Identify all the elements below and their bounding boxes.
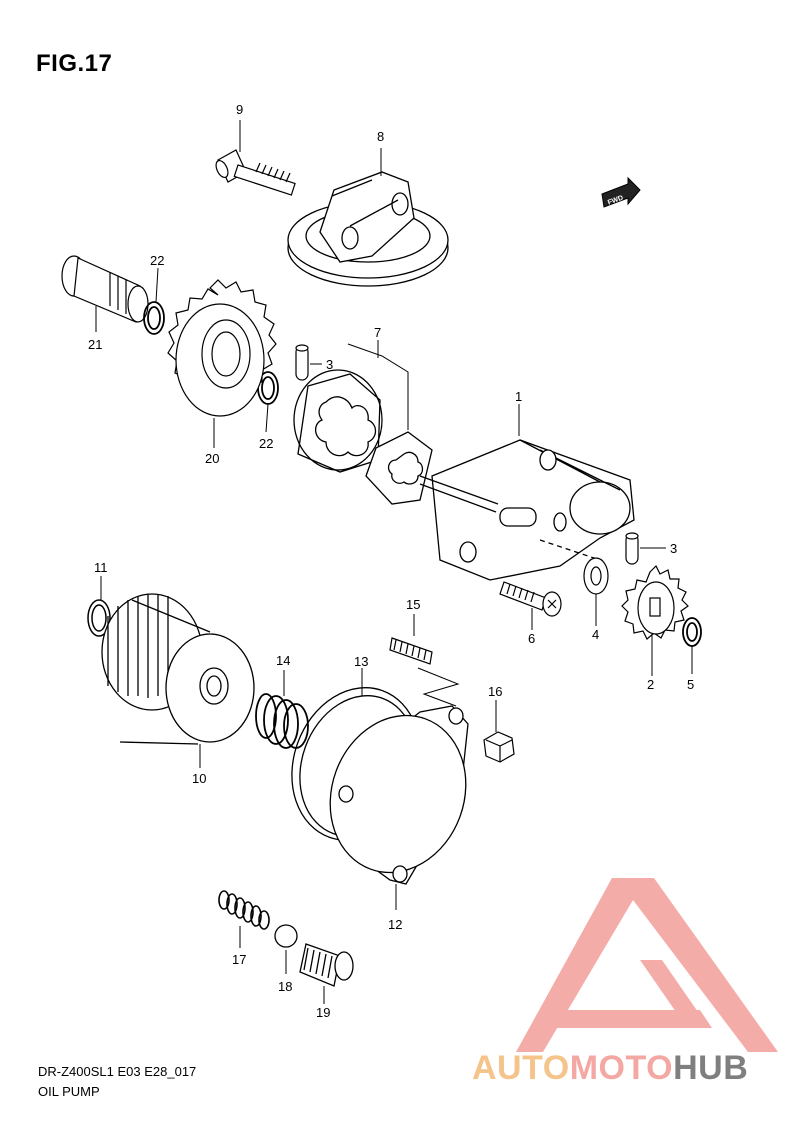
part-17-relief-spring	[218, 890, 270, 930]
callout-14: 14	[276, 653, 291, 668]
callout-19: 19	[316, 1005, 331, 1020]
part-8-pump-cap	[287, 171, 449, 287]
part-14-spring	[255, 693, 309, 749]
part-19-plug	[299, 943, 354, 987]
part-10-oil-filter	[101, 593, 255, 745]
part-12-filter-cover	[329, 705, 469, 885]
model-code: DR-Z400SL1 E03 E28_017	[38, 1064, 197, 1079]
part-20-driven-gear	[167, 279, 277, 417]
leader-lines	[95, 120, 693, 1004]
callout-3-upper: 3	[326, 357, 334, 372]
callout-5: 5	[687, 677, 695, 692]
callout-10: 10	[192, 771, 207, 786]
fwd-arrow-icon: FWD	[601, 176, 641, 208]
part-4-washer	[583, 557, 609, 595]
part-3-pin-lower	[625, 532, 639, 565]
callout-17: 17	[232, 952, 247, 967]
watermark-text: AUTOMOTOHUB	[472, 1049, 748, 1088]
callout-4: 4	[592, 627, 600, 642]
figure-title: FIG.17	[36, 50, 113, 77]
part-11-o-ring	[87, 599, 111, 637]
callout-21: 21	[88, 337, 103, 352]
callout-15: 15	[406, 597, 421, 612]
watermark-part-auto: AUTO	[472, 1049, 570, 1087]
part-7-rotor-set	[293, 343, 433, 505]
callout-3-lower: 3	[670, 541, 678, 556]
callout-6: 6	[528, 631, 536, 646]
callout-18: 18	[278, 979, 293, 994]
part-1-pump-body	[419, 439, 635, 581]
callout-20: 20	[205, 451, 220, 466]
callout-1: 1	[515, 389, 523, 404]
callout-12: 12	[388, 917, 403, 932]
callout-7: 7	[374, 325, 382, 340]
callout-9: 9	[236, 102, 244, 117]
callout-16: 16	[488, 684, 503, 699]
watermark-part-hub: HUB	[673, 1049, 749, 1087]
part-2-drive-gear	[621, 564, 689, 640]
part-9-bolt	[215, 149, 296, 196]
part-16-cap-nut	[483, 731, 515, 763]
part-21-shaft	[61, 255, 149, 323]
callout-2: 2	[647, 677, 655, 692]
part-6-screw	[499, 581, 562, 617]
watermark-logo-icon	[516, 878, 778, 1052]
part-18-ball	[274, 924, 298, 948]
part-3-pin-upper	[295, 344, 309, 381]
watermark-part-moto: MOTO	[569, 1049, 674, 1087]
callout-11: 11	[94, 560, 108, 575]
callout-8: 8	[377, 129, 385, 144]
part-22-circlip-upper	[143, 301, 165, 335]
callout-22-upper: 22	[150, 253, 165, 268]
callout-13: 13	[354, 654, 369, 669]
section-name: OIL PUMP	[38, 1084, 100, 1099]
callout-22-lower: 22	[259, 436, 274, 451]
part-15-stud	[389, 637, 433, 665]
part-5-circlip	[682, 617, 702, 647]
